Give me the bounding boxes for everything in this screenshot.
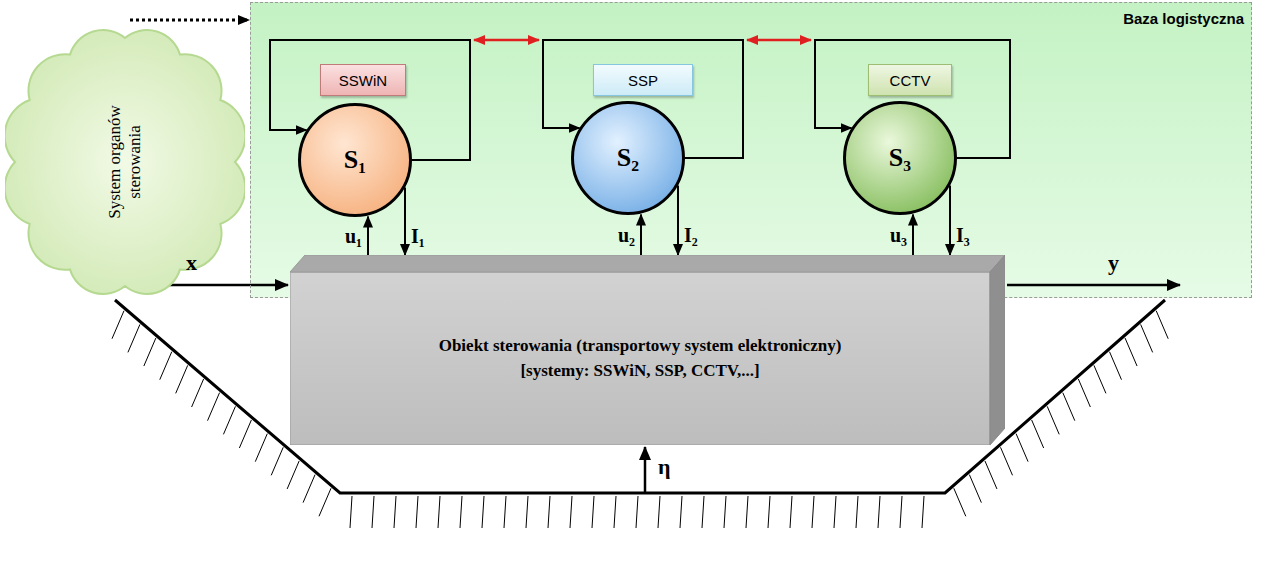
box-subtitle: [systemy: SSWiN, SSP, CCTV,...] bbox=[520, 359, 759, 384]
edge-label: u₂ bbox=[618, 225, 635, 245]
control-arrow bbox=[130, 19, 249, 22]
service-circle: S₃ bbox=[843, 101, 957, 215]
link-arrow bbox=[747, 39, 811, 42]
signal-arrow bbox=[367, 217, 369, 256]
box-text-area: Obiekt sterowania (transportowy system e… bbox=[290, 272, 990, 445]
system-tag: SSWiN bbox=[320, 64, 406, 96]
logistics-base-panel: Baza logistycznaSSWiN S₁ SSP S₂ CCTV S₃ bbox=[250, 2, 1252, 298]
cloud-shape bbox=[5, 30, 245, 294]
signal-arrow bbox=[949, 185, 951, 255]
edge-label: I₁ bbox=[411, 226, 425, 246]
service-symbol: S₃ bbox=[889, 143, 911, 173]
output-arrow bbox=[1007, 284, 1180, 287]
signal-arrow bbox=[404, 187, 406, 255]
service-symbol: S₁ bbox=[344, 145, 366, 175]
control-object-box: Obiekt sterowania (transportowy system e… bbox=[290, 255, 1005, 445]
edge-label: u₃ bbox=[890, 225, 907, 245]
signal-label: y bbox=[1108, 252, 1119, 274]
system-tag: CCTV bbox=[868, 64, 952, 96]
signal-label: η bbox=[658, 456, 671, 478]
disturbance-arrow bbox=[644, 447, 647, 492]
service-circle: S₂ bbox=[571, 101, 685, 215]
system-name: SSWiN bbox=[339, 72, 387, 89]
control-cloud: System organów sterowania bbox=[5, 28, 245, 296]
signal-arrow bbox=[677, 185, 679, 255]
panel-ground bbox=[250, 2, 1252, 298]
box-title: Obiekt sterowania (transportowy system e… bbox=[439, 334, 842, 359]
edge-label: u₁ bbox=[345, 226, 362, 246]
panel-heading: Baza logistyczna bbox=[1123, 10, 1244, 27]
cloud-text: System organów sterowania bbox=[105, 103, 146, 221]
system-name: SSP bbox=[628, 72, 658, 89]
service-symbol: S₂ bbox=[617, 143, 639, 173]
service-circle: S₁ bbox=[298, 103, 412, 217]
edge-label: I₂ bbox=[684, 225, 698, 245]
system-name: CCTV bbox=[890, 72, 931, 89]
signal-arrow bbox=[912, 215, 914, 256]
link-arrow bbox=[474, 39, 539, 42]
system-tag: SSP bbox=[593, 64, 693, 96]
edge-label: I₃ bbox=[956, 225, 970, 245]
signal-label: x bbox=[186, 252, 197, 274]
signal-arrow bbox=[640, 215, 642, 256]
